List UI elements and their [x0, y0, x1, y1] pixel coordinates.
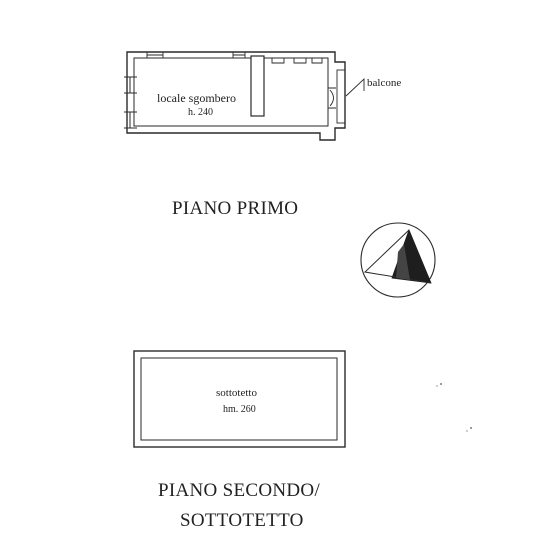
first-floor-window-top-left [146, 52, 164, 58]
first-floor-title: PIANO PRIMO [172, 198, 299, 219]
first-floor-room-name: locale sgombero [157, 91, 236, 105]
first-floor-wall-notches [271, 58, 323, 64]
first-floor-balcony [336, 69, 346, 124]
first-floor-window-top-mid [232, 52, 246, 58]
scan-specks [436, 383, 472, 432]
second-floor-title-line1: PIANO SECONDO/ [158, 480, 321, 501]
first-floor-plan [124, 51, 365, 141]
first-floor-room-height: h. 240 [188, 107, 213, 118]
second-floor-inner-wall [140, 357, 338, 441]
second-floor-room-height: hm. 260 [223, 404, 256, 415]
second-floor-outer-wall [133, 350, 346, 448]
second-floor-room-name: sottotetto [216, 387, 257, 399]
balcony-leader-line [345, 77, 365, 97]
second-floor-plan [133, 350, 346, 448]
first-floor-outer-wall [126, 51, 346, 141]
first-floor-balcony-door [328, 87, 336, 109]
first-floor-column [250, 55, 265, 117]
second-floor-title-line2: SOTTOTETTO [180, 510, 304, 531]
first-floor-window-left-upper [124, 76, 137, 94]
north-arrow-icon [360, 222, 436, 298]
balcony-label: balcone [367, 77, 402, 89]
first-floor-window-left-lower [124, 111, 137, 129]
